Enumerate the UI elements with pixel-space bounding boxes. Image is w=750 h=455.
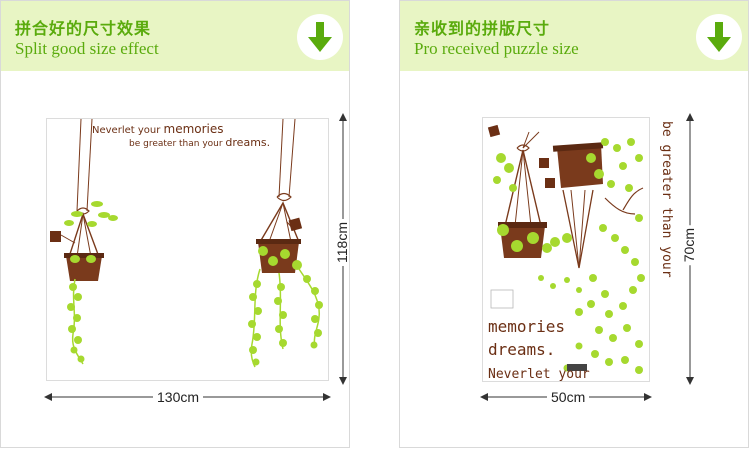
text-dreams: dreams.: [488, 340, 556, 359]
right-header: 亲收到的拼版尺寸 Pro received puzzle size: [400, 1, 748, 71]
right-title-en: Pro received puzzle size: [414, 39, 579, 58]
text-neverlet: Neverlet your: [488, 367, 590, 382]
vertical-phrase: be greater than your: [659, 121, 674, 278]
height-label: 70cm: [681, 225, 697, 266]
text-memories: memories: [488, 317, 566, 336]
quote-line-2: be greater than your dreams.: [129, 136, 270, 149]
quote-line-2-small: be greater than your: [129, 139, 226, 149]
quote-line-1-big: memories: [163, 122, 224, 136]
width-label: 130cm: [153, 389, 204, 405]
assembled-wall-sticker: Neverlet your memories be greater than y…: [46, 118, 329, 381]
right-panel: 亲收到的拼版尺寸 Pro received puzzle size: [399, 0, 749, 448]
quote-line-1-small: Neverlet your: [92, 125, 164, 136]
puzzle-sheet-illustration: [487, 124, 645, 374]
download-arrow-icon: [696, 14, 742, 60]
left-title-en: Split good size effect: [15, 39, 159, 58]
right-title-cn: 亲收到的拼版尺寸: [414, 19, 551, 38]
left-panel: 拼合好的尺寸效果 Split good size effect: [0, 0, 350, 448]
width-label: 50cm: [547, 389, 590, 405]
quote-line-1: Neverlet your memories: [92, 122, 224, 136]
height-label: 118cm: [334, 219, 349, 266]
hanging-baskets-illustration: [50, 118, 323, 368]
left-header: 拼合好的尺寸效果 Split good size effect: [1, 1, 349, 71]
left-title-cn: 拼合好的尺寸效果: [15, 19, 152, 38]
quote-line-2-big: dreams.: [225, 136, 271, 149]
download-arrow-icon: [297, 14, 343, 60]
puzzle-sheet: be greater than your memories dreams. Ne…: [482, 117, 674, 382]
